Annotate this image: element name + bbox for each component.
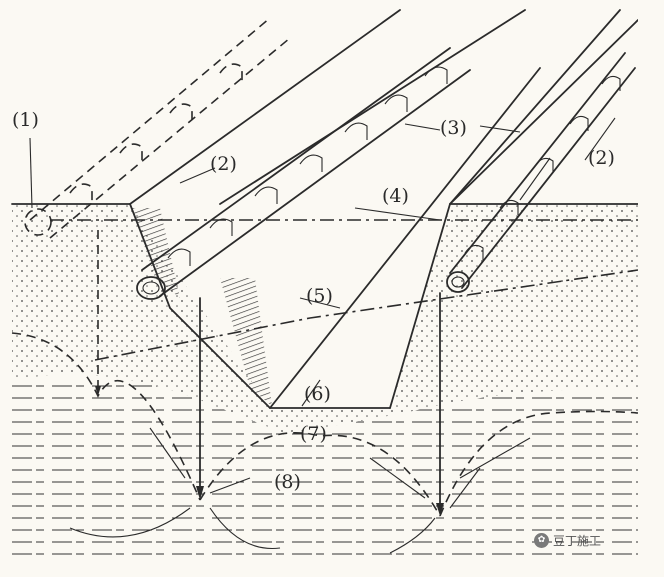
- excavation-pit: [130, 204, 450, 408]
- header-pipe-near: [136, 47, 471, 300]
- drawdown-curve-right: [439, 410, 638, 517]
- watermark-text: 豆丁施工: [553, 534, 602, 548]
- well-point-dashed: [95, 230, 101, 396]
- pit-bottom-far: [269, 67, 541, 409]
- pit-wall-shading-2: [220, 278, 272, 406]
- pit-wall-shading: [132, 208, 180, 298]
- pit-right-far: [449, 19, 638, 205]
- well-point-dewatering-diagram: (1) (2) (2) (3) (4) (5) (6) (7) (8): [11, 9, 638, 563]
- label-8: (8): [274, 471, 301, 493]
- label-5: (5): [306, 285, 333, 307]
- label-2a: (2): [210, 153, 237, 175]
- wechat-icon: ✿: [534, 533, 549, 548]
- watermark: ✿ 豆丁施工: [534, 532, 601, 549]
- ground-far-edge: [129, 9, 621, 205]
- slope-back-edge: [219, 9, 526, 205]
- label-3: (3): [440, 117, 467, 139]
- groundwater-lines: [12, 374, 638, 563]
- drawdown-curve-left: [11, 332, 201, 501]
- drawdown-curve-center: [199, 432, 441, 517]
- label-6: (6): [304, 383, 331, 405]
- label-4: (4): [382, 185, 409, 207]
- well-point-far: [436, 292, 444, 516]
- label-1: (1): [12, 109, 39, 131]
- header-pipe-dashed: [24, 17, 291, 239]
- pit-right-wall: [389, 203, 451, 409]
- lowered-water-table: [94, 269, 638, 361]
- flow-arrows: [69, 427, 531, 554]
- label-7: (7): [300, 423, 327, 445]
- label-2b: (2): [588, 147, 615, 169]
- well-point-near: [196, 297, 204, 500]
- leader-lines: [29, 117, 616, 407]
